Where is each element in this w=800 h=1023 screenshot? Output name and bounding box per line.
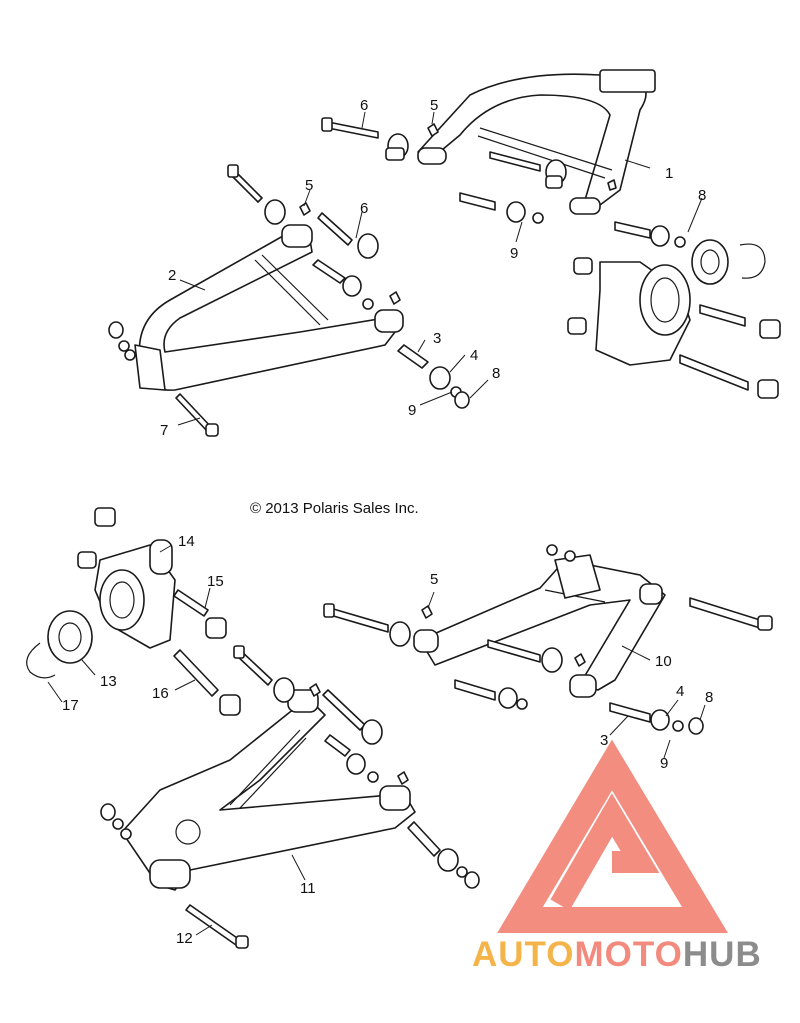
- callout-8: 8: [705, 689, 713, 706]
- logo-part-hub: HUB: [682, 935, 762, 974]
- callout-2: 2: [168, 267, 176, 284]
- knuckle-left: [26, 507, 241, 716]
- callout-9: 9: [510, 245, 518, 262]
- upper-left-hardware: [108, 164, 470, 437]
- callout-9: 9: [660, 755, 668, 772]
- lower-left-hardware: [100, 645, 480, 949]
- callout-17: 17: [62, 697, 79, 714]
- callout-5: 5: [305, 177, 313, 194]
- callout-16: 16: [152, 685, 169, 702]
- logo-part-moto: MOTO: [574, 935, 683, 974]
- callout-15: 15: [207, 573, 224, 590]
- callout-9: 9: [408, 402, 416, 419]
- copyright-notice: © 2013 Polaris Sales Inc.: [250, 500, 419, 517]
- callout-4: 4: [676, 683, 684, 700]
- callout-1: 1: [665, 165, 673, 182]
- logo-part-auto: AUTO: [472, 935, 575, 974]
- callout-5: 5: [430, 97, 438, 114]
- callout-3: 3: [600, 732, 608, 749]
- logo-triangle: [497, 739, 728, 933]
- callout-13: 13: [100, 673, 117, 690]
- callout-8: 8: [492, 365, 500, 382]
- callout-6: 6: [360, 97, 368, 114]
- callout-11: 11: [300, 880, 316, 897]
- callout-7: 7: [160, 422, 168, 439]
- callout-5: 5: [430, 571, 438, 588]
- callout-8: 8: [698, 187, 706, 204]
- upper-right-hardware: [321, 117, 686, 248]
- upper-a-arm-right: [417, 69, 656, 215]
- knuckle-right: [567, 239, 781, 399]
- logo-wordmark: AUTOMOTOHUB: [472, 935, 762, 975]
- callout-12: 12: [176, 930, 193, 947]
- callout-4: 4: [470, 347, 478, 364]
- callout-3: 3: [433, 330, 441, 347]
- lower-a-arm-right: [413, 554, 666, 698]
- lower-right-hardware: [323, 544, 773, 735]
- upper-a-arm-left: [134, 224, 404, 391]
- callouts: 1 2 3 4 5 5 6 6 7 8 8 9 9 14 15 5 13 16 …: [62, 97, 713, 947]
- callout-10: 10: [655, 653, 672, 670]
- callout-14: 14: [178, 533, 195, 550]
- callout-6: 6: [360, 200, 368, 217]
- leader-lines: [47, 111, 706, 936]
